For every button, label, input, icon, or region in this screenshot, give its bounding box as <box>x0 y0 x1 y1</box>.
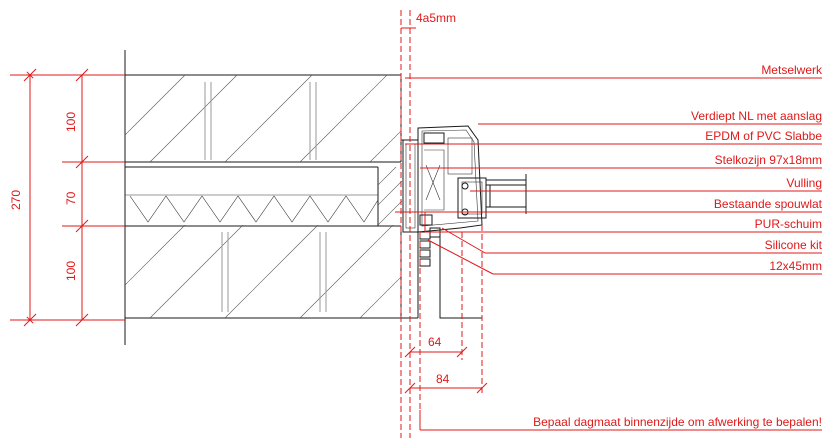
label-epdm-slabbe: EPDM of PVC Slabbe <box>705 129 822 143</box>
label-pur-schuim: PUR-schuim <box>755 217 822 231</box>
dim-top: 100 <box>64 112 78 132</box>
wall-section <box>124 50 419 345</box>
label-silicone-kit: Silicone kit <box>765 238 823 252</box>
vertical-dimensions: 270 100 70 100 <box>9 68 125 327</box>
insulation-zigzag <box>129 195 379 223</box>
dim-84: 84 <box>436 372 450 386</box>
label-verdiept-nl: Verdiept NL met aanslag <box>691 109 822 123</box>
horizontal-dimensions: 64 84 <box>404 335 488 394</box>
dim-bottom: 100 <box>64 261 78 281</box>
dim-middle: 70 <box>64 191 78 205</box>
dim-label-4a5mm: 4a5mm <box>416 11 456 25</box>
footer-note: Bepaal dagmaat binnenzijde om afwerking … <box>533 415 822 429</box>
label-vulling: Vulling <box>786 176 822 190</box>
label-spouwlat: Bestaande spouwlat <box>714 197 823 211</box>
window-frame-profile <box>402 125 527 319</box>
component-labels: Metselwerk Verdiept NL met aanslag EPDM … <box>533 63 823 429</box>
label-metselwerk: Metselwerk <box>761 63 823 77</box>
label-stelkozijn: Stelkozijn 97x18mm <box>715 153 822 167</box>
dim-total: 270 <box>9 190 23 210</box>
masonry-hatch-bottom <box>125 225 401 318</box>
reference-lines <box>400 10 483 438</box>
label-12x45mm: 12x45mm <box>769 259 822 273</box>
masonry-hatch-top <box>125 75 401 162</box>
label-leaders <box>395 77 822 431</box>
dim-64: 64 <box>428 335 442 349</box>
